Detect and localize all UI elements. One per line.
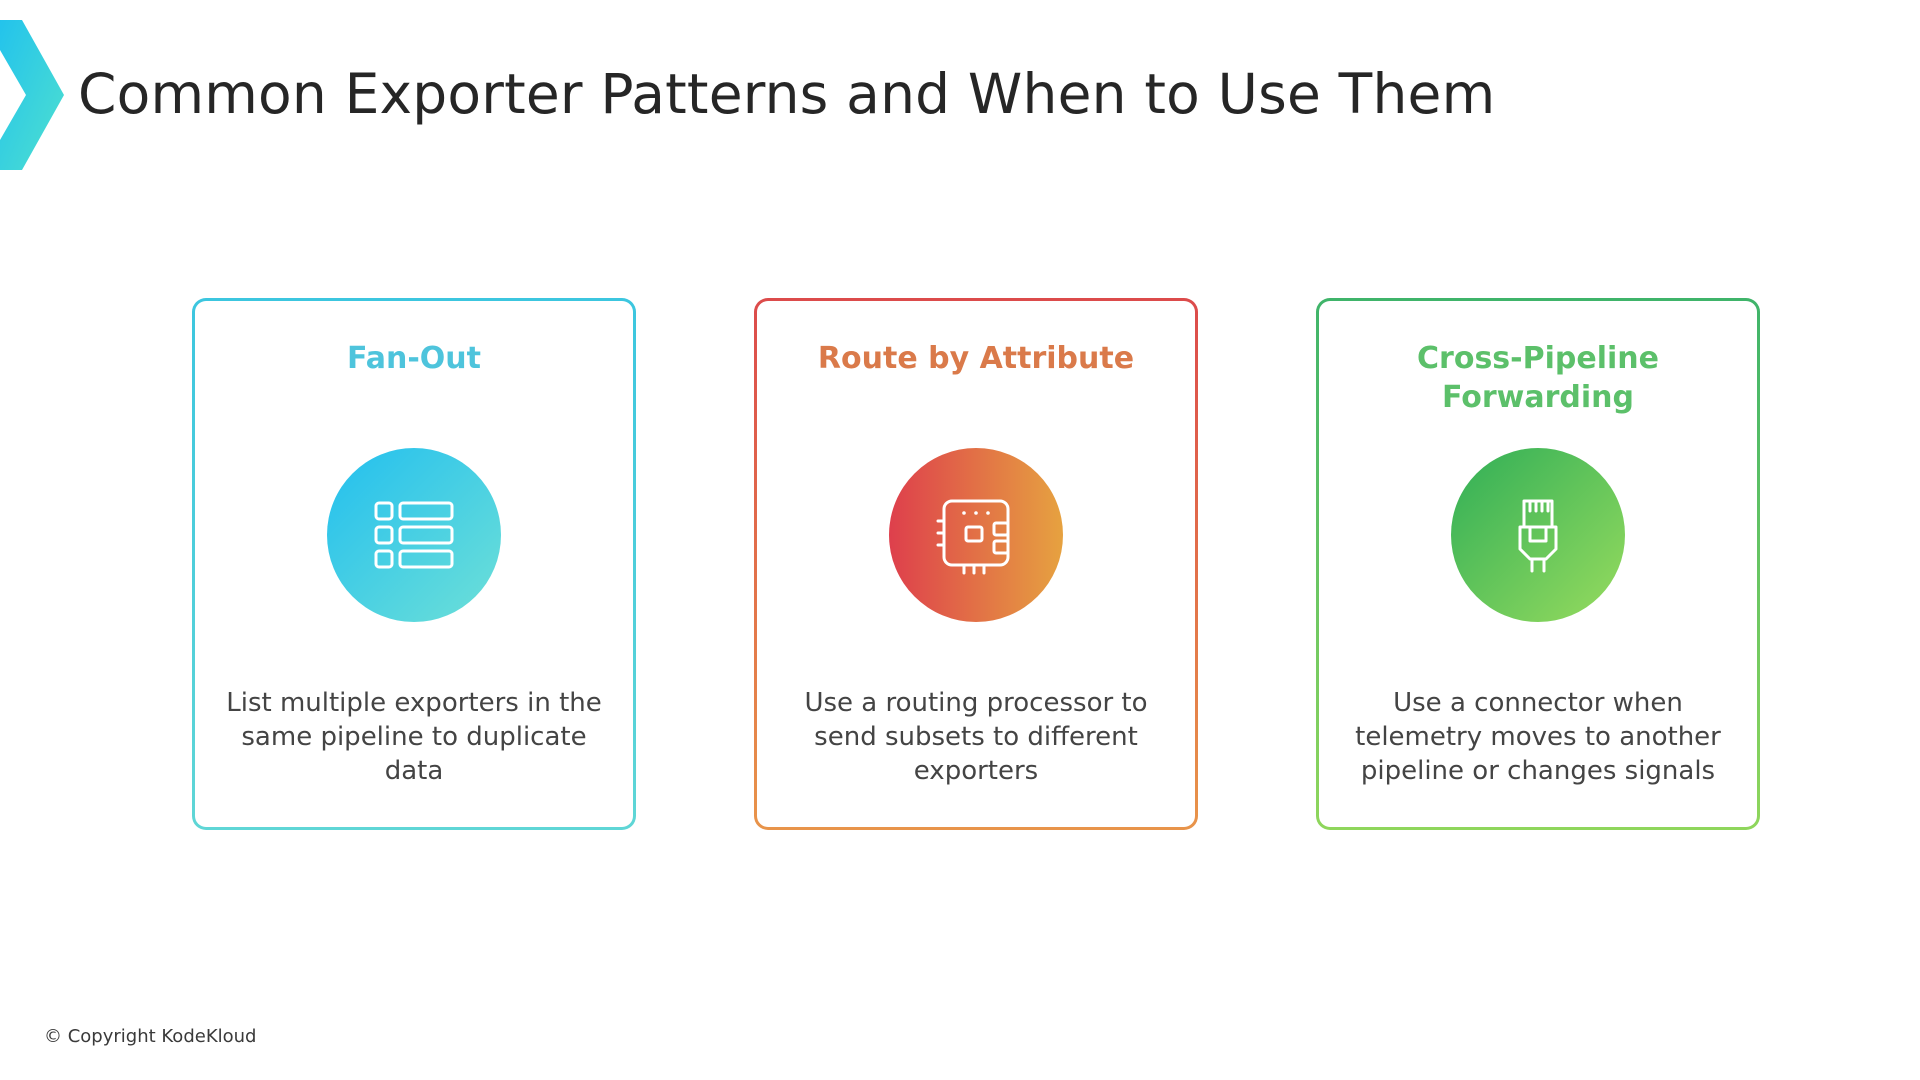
- list-icon: [374, 501, 454, 569]
- card-cross-pipeline-forwarding: Cross-Pipeline Forwarding Use a con: [1316, 298, 1760, 830]
- card-description: List multiple exporters in the same pipe…: [226, 688, 602, 786]
- card-fan-out-body: Fan-Out List multiple exporters in the s…: [195, 301, 633, 827]
- card-route-by-attribute: Route by Attribute: [754, 298, 1198, 830]
- icon-badge: [327, 448, 501, 622]
- icon-badge: [1451, 448, 1625, 622]
- card-title: Route by Attribute: [817, 341, 1135, 376]
- card-fan-out: Fan-Out List multiple exporters in the s…: [192, 298, 636, 830]
- card-description: Use a connector when telemetry moves to …: [1355, 688, 1721, 786]
- card-title: Fan-Out: [347, 341, 481, 376]
- circuit-board-icon: [936, 499, 1010, 575]
- card-cross-pipeline-forwarding-body: Cross-Pipeline Forwarding Use a con: [1319, 301, 1757, 827]
- card-route-by-attribute-body: Route by Attribute: [757, 301, 1195, 827]
- page-title: Common Exporter Patterns and When to Use…: [78, 62, 1496, 126]
- copyright-notice: © Copyright KodeKloud: [44, 1026, 257, 1047]
- card-description: Use a routing processor to send subsets …: [804, 688, 1148, 786]
- card-title: Cross-Pipeline Forwarding: [1417, 341, 1659, 415]
- icon-badge: [889, 448, 1063, 622]
- ethernet-plug-icon: [1518, 499, 1558, 573]
- accent-chevron-icon: [0, 20, 64, 170]
